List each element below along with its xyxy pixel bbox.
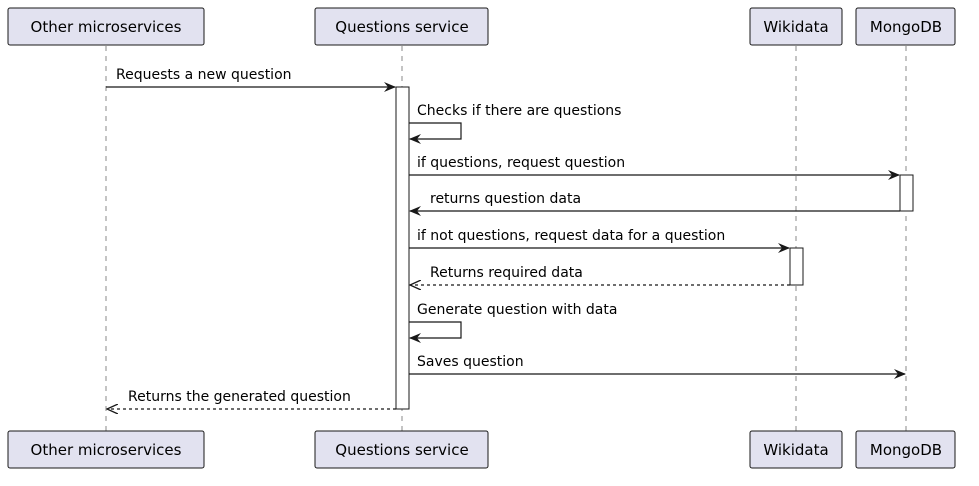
message-return-required-data: Returns required data	[410, 265, 790, 285]
participant-label: MongoDB	[870, 18, 942, 36]
message-generate-question: Generate question with data	[409, 302, 617, 343]
message-request-question-mongodb: if questions, request question	[409, 155, 900, 180]
message-label: Saves question	[417, 354, 524, 370]
participant-label: Wikidata	[763, 441, 828, 459]
participant-label: Other microservices	[31, 441, 182, 459]
message-label: Returns the generated question	[128, 389, 351, 405]
message-label: Returns required data	[430, 265, 583, 281]
participant-mongodb-bottom: MongoDB	[855, 430, 956, 469]
participant-label: MongoDB	[870, 441, 942, 459]
message-label: if not questions, request data for a que…	[417, 228, 725, 244]
participant-wikidata-bottom: Wikidata	[749, 430, 843, 469]
message-request-new-question: Requests a new question	[106, 67, 396, 92]
message-label: if questions, request question	[417, 155, 625, 171]
participant-other-bottom: Other microservices	[7, 430, 205, 469]
participant-other-top: Other microservices	[7, 7, 205, 46]
message-label: returns question data	[430, 191, 581, 207]
activation-mongodb	[899, 174, 914, 212]
activation-questions	[395, 86, 410, 410]
participant-label: Questions service	[335, 18, 468, 36]
message-check-questions: Checks if there are questions	[409, 103, 621, 144]
message-return-question-data: returns question data	[409, 191, 900, 216]
message-label: Checks if there are questions	[417, 103, 621, 119]
participant-wikidata-top: Wikidata	[749, 7, 843, 46]
participant-label: Questions service	[335, 441, 468, 459]
participant-mongodb-top: MongoDB	[855, 7, 956, 46]
activation-wikidata	[789, 247, 804, 286]
message-return-generated-question: Returns the generated question	[107, 389, 396, 409]
message-label: Generate question with data	[417, 302, 617, 318]
participant-questions-bottom: Questions service	[314, 430, 489, 469]
participant-questions-top: Questions service	[314, 7, 489, 46]
participant-label: Wikidata	[763, 18, 828, 36]
message-label: Requests a new question	[116, 67, 292, 83]
participant-label: Other microservices	[31, 18, 182, 36]
message-request-wikidata: if not questions, request data for a que…	[409, 228, 790, 253]
message-save-question: Saves question	[409, 354, 906, 379]
